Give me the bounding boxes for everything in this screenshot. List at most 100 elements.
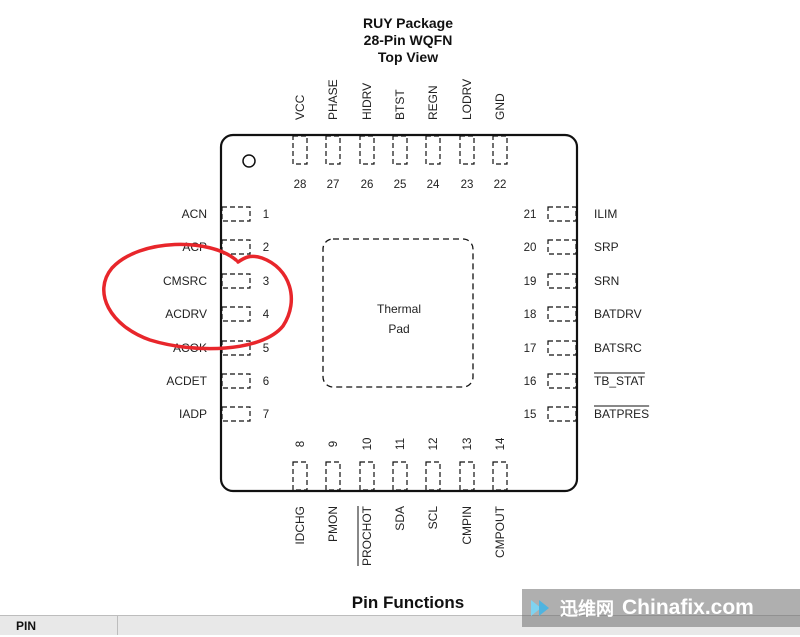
pin-number: 16 xyxy=(524,376,537,388)
pin-15: 15 BATPRES xyxy=(524,405,650,422)
pin-pad xyxy=(221,206,251,222)
pin-27: 27 PHASE xyxy=(325,79,341,191)
pin-name: BATSRC xyxy=(594,341,642,355)
pin-pad xyxy=(547,306,577,322)
pin-pad xyxy=(359,135,375,165)
watermark-en: Chinafix.com xyxy=(622,596,754,619)
pin-name: PMON xyxy=(326,506,340,542)
pin-pad xyxy=(492,135,508,165)
pin-name: PHASE xyxy=(326,79,340,120)
pin-number: 20 xyxy=(524,242,537,254)
package-title: RUY Package xyxy=(363,15,453,31)
pin-name: ILIM xyxy=(594,207,617,221)
pin-pad xyxy=(547,340,577,356)
pin-number: 25 xyxy=(394,179,407,191)
pin-number: 14 xyxy=(495,437,507,450)
pin-name: BATPRES xyxy=(594,407,649,421)
pin-number: 11 xyxy=(395,438,407,450)
pin-pad xyxy=(221,373,251,389)
pin-number: 5 xyxy=(263,343,269,355)
pin-17: 17 BATSRC xyxy=(524,340,642,356)
pin-number: 22 xyxy=(494,179,507,191)
watermark-cn: 迅维网 xyxy=(560,599,614,620)
pin-number: 8 xyxy=(295,441,307,447)
thermal-pad xyxy=(322,238,474,388)
package-subtitle: 28-Pin WQFN xyxy=(364,32,453,48)
pin-name: HIDRV xyxy=(360,83,374,120)
pin-19: 19 SRN xyxy=(524,273,619,289)
pin-18: 18 BATDRV xyxy=(524,306,642,322)
pin-number: 27 xyxy=(327,179,340,191)
pin-pad xyxy=(325,461,341,491)
section-title: Pin Functions xyxy=(352,593,464,612)
pin-name: REGN xyxy=(426,85,440,120)
pin-name: CMPIN xyxy=(460,506,474,545)
pin-1: 1 ACN xyxy=(182,206,269,222)
pin-name: CMPOUT xyxy=(493,505,507,558)
pin-number: 4 xyxy=(263,309,270,321)
pin-number: 2 xyxy=(263,242,269,254)
pin-name: VCC xyxy=(293,94,307,120)
thermal-pad-label-2: Pad xyxy=(388,322,409,336)
pin-pad xyxy=(392,461,408,491)
thermal-pad-label-1: Thermal xyxy=(377,302,421,316)
pin-pad xyxy=(547,273,577,289)
pin-pad xyxy=(221,239,251,255)
watermark: 迅维网 Chinafix.com xyxy=(522,589,800,627)
annotation-circle xyxy=(102,242,294,351)
pin-22: 22 GND xyxy=(492,93,508,191)
pin-name: PROCHOT xyxy=(360,505,374,566)
pin-name: LODRV xyxy=(460,79,474,120)
pin-number: 7 xyxy=(263,409,269,421)
pin-pad xyxy=(547,239,577,255)
pin-number: 17 xyxy=(524,343,537,355)
pin-pad xyxy=(459,461,475,491)
pin-pad xyxy=(547,206,577,222)
pin-20: 20 SRP xyxy=(524,239,619,255)
pin-name: SDA xyxy=(393,506,407,531)
pin-pad xyxy=(492,461,508,491)
pin-number: 15 xyxy=(524,409,537,421)
pin-4: 4 ACDRV xyxy=(165,306,270,322)
pin-number: 9 xyxy=(328,441,340,447)
pin-name: ACDRV xyxy=(165,307,207,321)
pin-name: IADP xyxy=(179,407,207,421)
package-view: Top View xyxy=(378,49,438,65)
pin-number: 28 xyxy=(294,179,307,191)
pin-pad xyxy=(425,461,441,491)
pin-name: CMSRC xyxy=(163,274,207,288)
pin1-marker xyxy=(242,154,256,168)
pin-pad xyxy=(292,135,308,165)
pin-name: GND xyxy=(493,93,507,120)
pin-number: 19 xyxy=(524,276,537,288)
pin-number: 12 xyxy=(428,438,440,451)
pin-name: ACN xyxy=(182,207,207,221)
pin-name: SRN xyxy=(594,274,619,288)
pin-name: BTST xyxy=(393,89,407,120)
pin-number: 21 xyxy=(524,209,537,221)
chinafix-logo-icon xyxy=(531,600,549,616)
pin-number: 1 xyxy=(263,209,269,221)
pin-name: IDCHG xyxy=(293,506,307,545)
pin-number: 18 xyxy=(524,309,537,321)
pin-pad xyxy=(221,406,251,422)
pin-name: BATDRV xyxy=(594,307,642,321)
pin-column-header: PIN xyxy=(0,616,118,635)
pin-name: SCL xyxy=(426,506,440,530)
pin-name: SRP xyxy=(594,240,619,254)
